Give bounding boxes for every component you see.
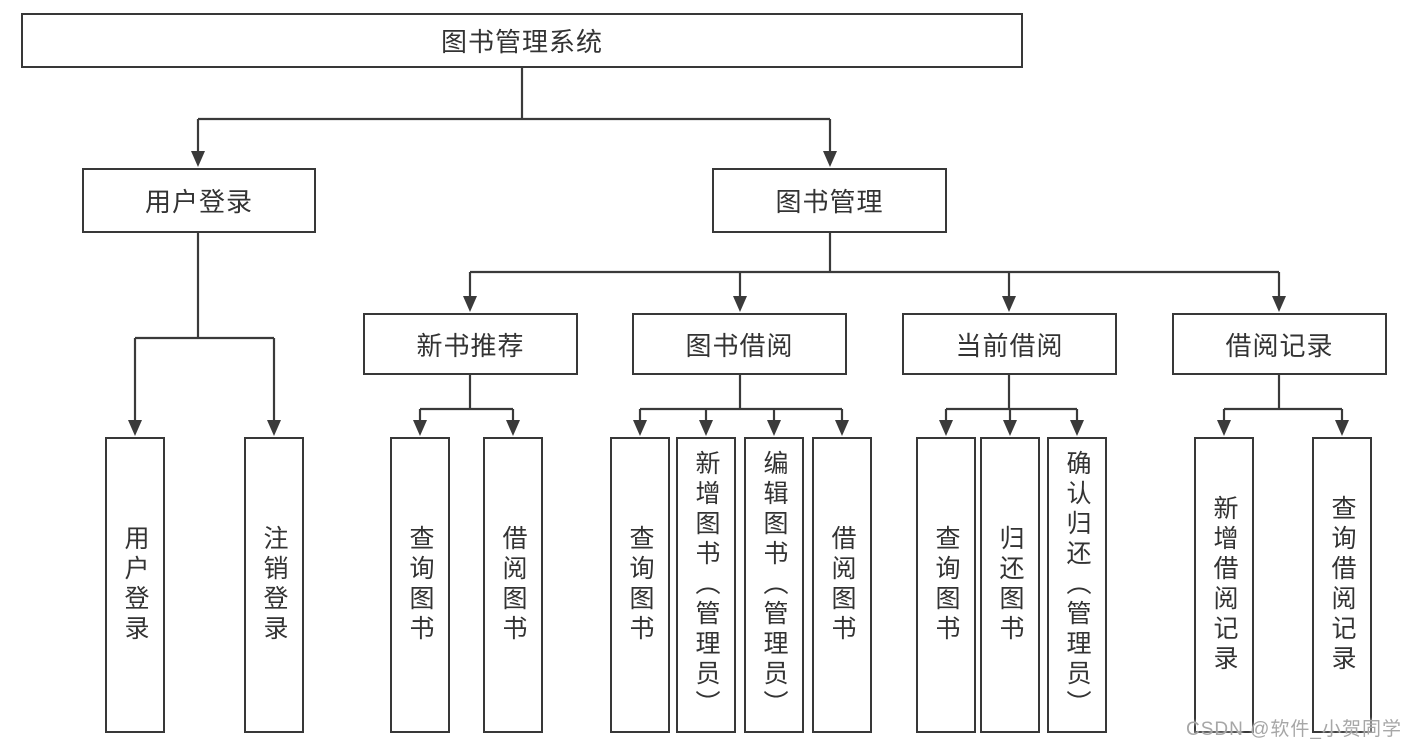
node-leaf-query-books-recommend: 查询图书: [390, 437, 450, 733]
node-borrow-records: 借阅记录: [1172, 313, 1387, 375]
node-current-borrow: 当前借阅: [902, 313, 1117, 375]
node-library-management-system: 图书管理系统: [21, 13, 1023, 68]
node-leaf-borrow-books-recommend: 借阅图书: [483, 437, 543, 733]
node-user-login: 用户登录: [82, 168, 316, 233]
node-leaf-query-books-current: 查询图书: [916, 437, 976, 733]
node-leaf-user-login: 用户登录: [105, 437, 165, 733]
node-book-borrow: 图书借阅: [632, 313, 847, 375]
node-leaf-add-book-admin: 新增图书（管理员）: [676, 437, 736, 733]
node-leaf-borrow-books: 借阅图书: [812, 437, 872, 733]
node-new-book-recommend: 新书推荐: [363, 313, 578, 375]
node-leaf-query-borrow-record: 查询借阅记录: [1312, 437, 1372, 733]
node-leaf-query-books-borrow: 查询图书: [610, 437, 670, 733]
node-leaf-return-book: 归还图书: [980, 437, 1040, 733]
node-leaf-edit-book-admin: 编辑图书（管理员）: [744, 437, 804, 733]
node-leaf-logout: 注销登录: [244, 437, 304, 733]
watermark: CSDN @软件_小贺同学: [1186, 719, 1402, 740]
node-leaf-add-borrow-record: 新增借阅记录: [1194, 437, 1254, 733]
node-book-management: 图书管理: [712, 168, 947, 233]
node-leaf-confirm-return-admin: 确认归还（管理员）: [1047, 437, 1107, 733]
